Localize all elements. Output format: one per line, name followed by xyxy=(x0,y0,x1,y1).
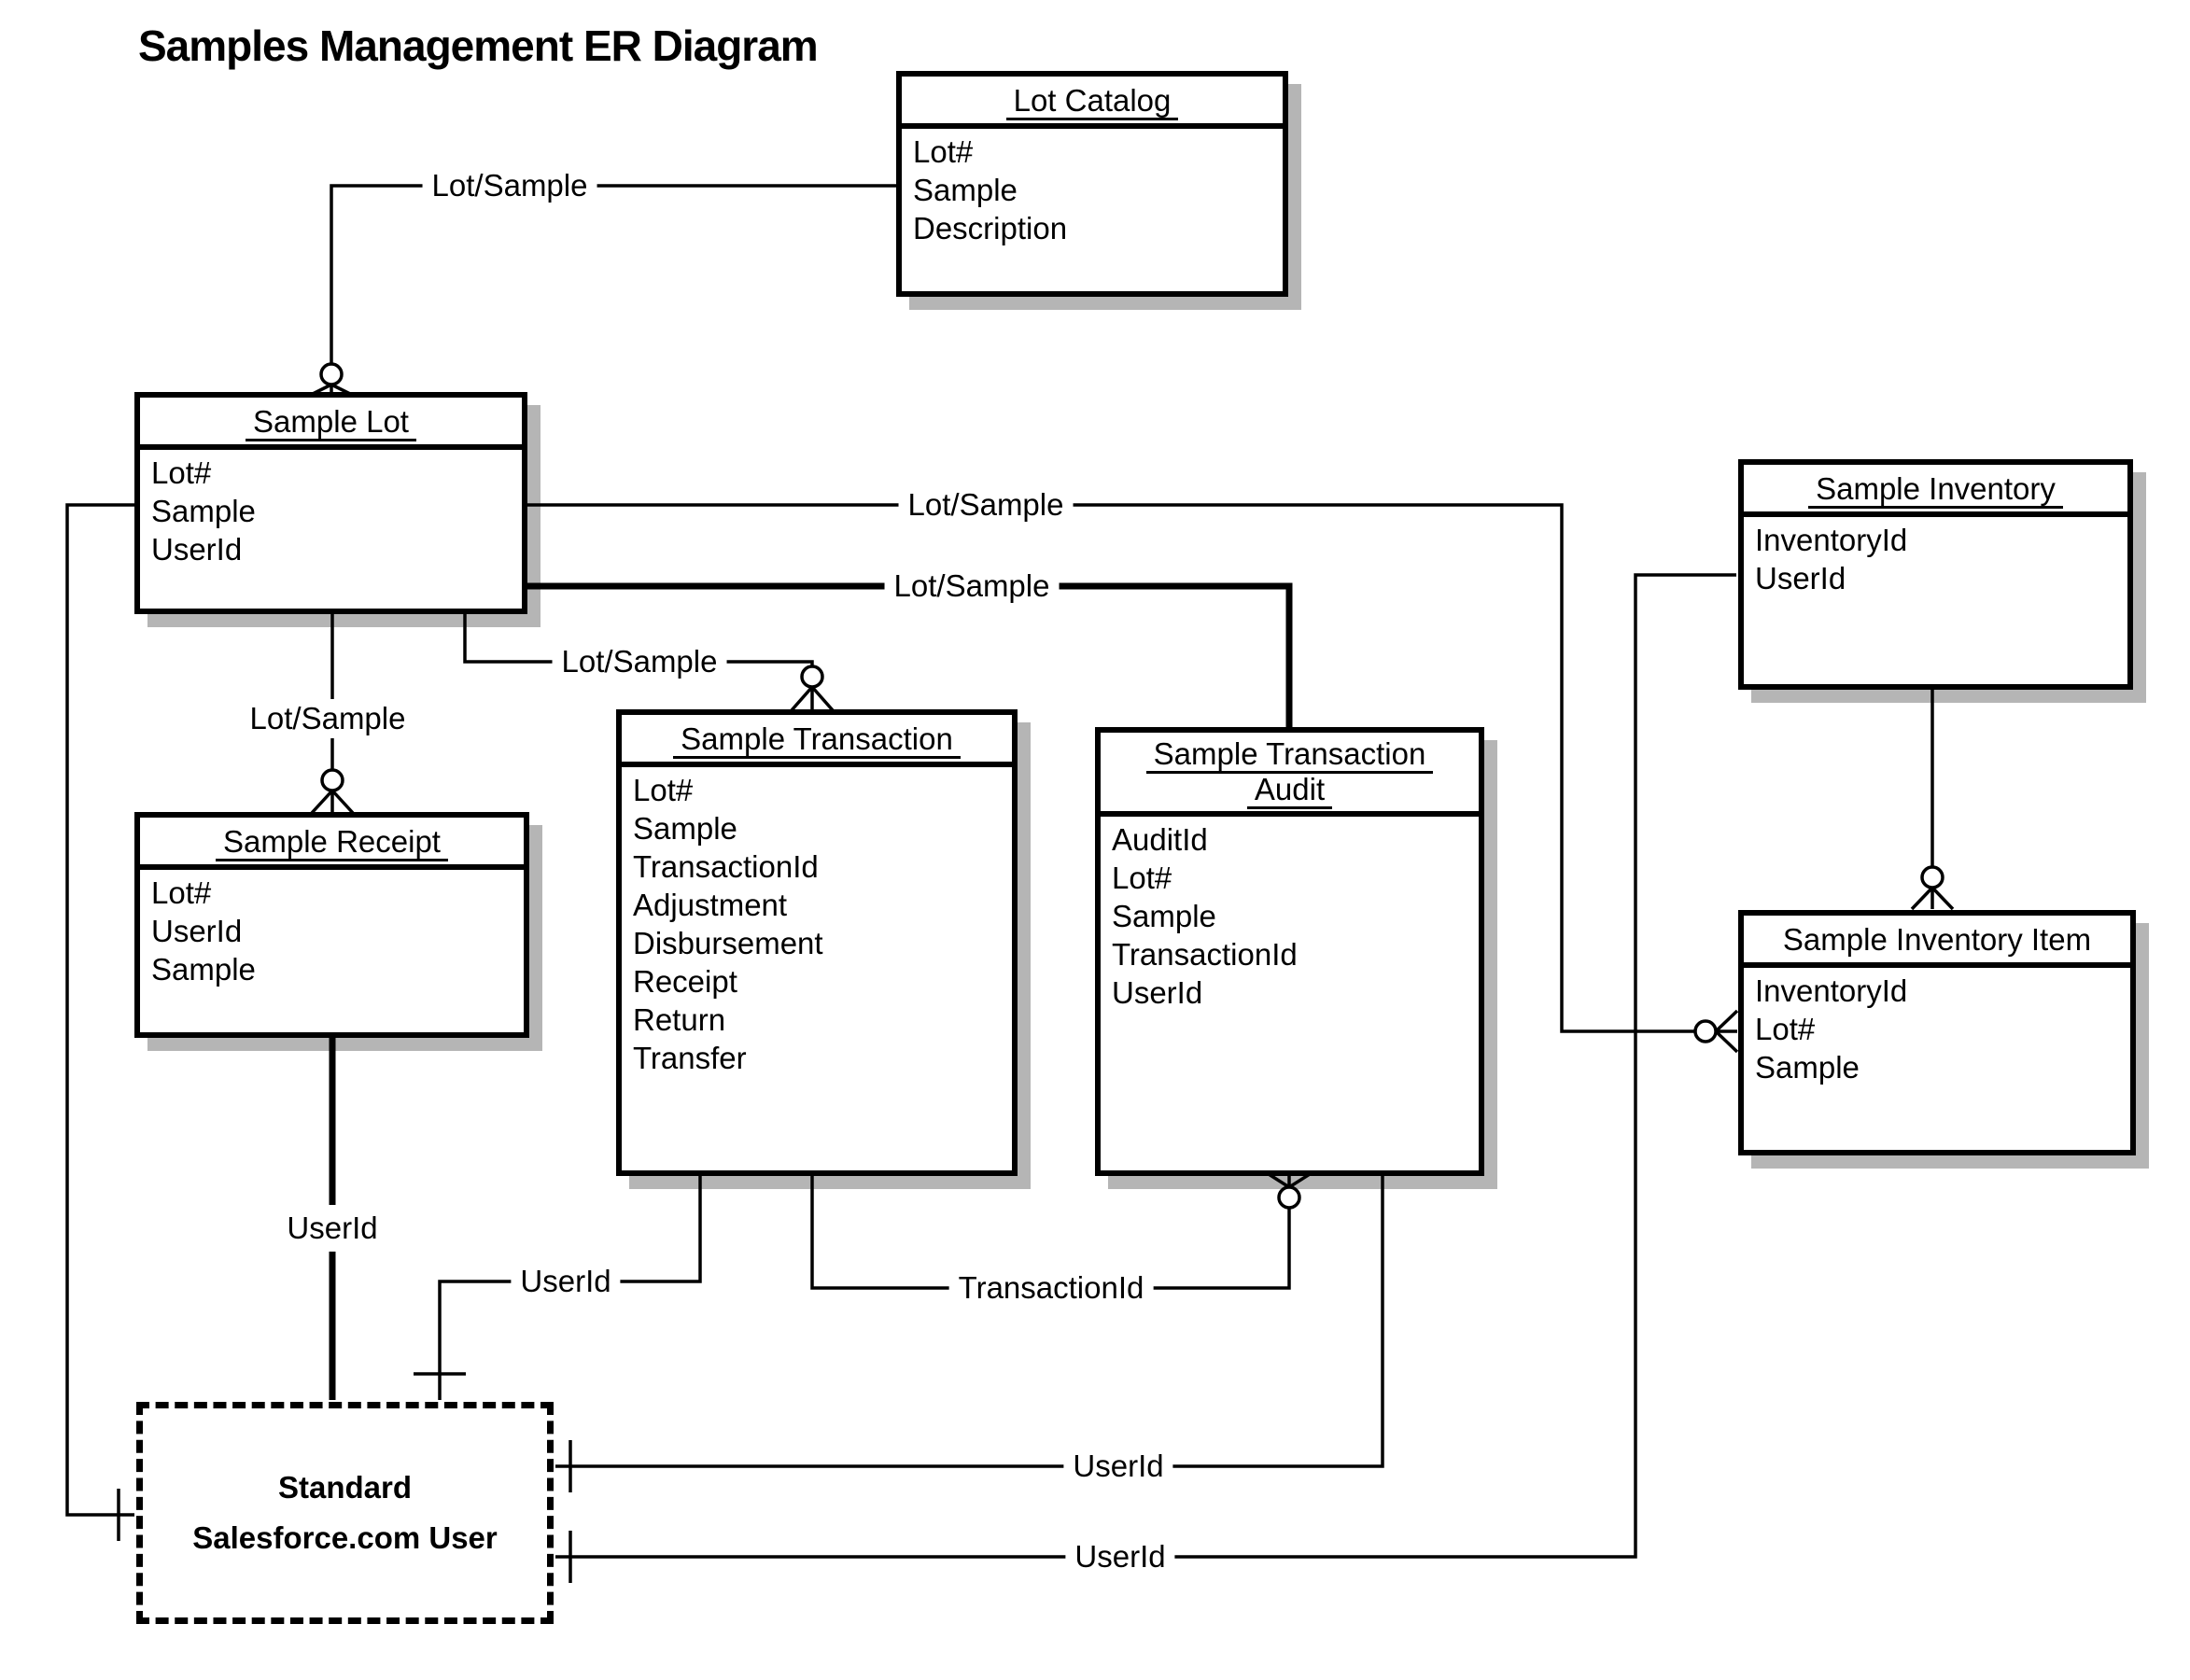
entity-fields: InventoryId Lot# Sample xyxy=(1744,968,2130,1086)
entity-title: Sample Inventory Item xyxy=(1744,916,2130,968)
field: UserId xyxy=(151,914,243,948)
crows-foot-icon xyxy=(1268,1172,1311,1210)
relationship-label: Lot/Sample xyxy=(422,166,597,205)
field: Disbursement xyxy=(633,926,823,960)
entity-fields: Lot# UserId Sample xyxy=(140,870,524,988)
field: Lot# xyxy=(1112,861,1172,895)
entity-fields: AuditId Lot# Sample TransactionId UserId xyxy=(1101,817,1479,1012)
user-box-label-line1: Standard xyxy=(277,1470,413,1505)
entity-sample-inventory: Sample Inventory InventoryId UserId xyxy=(1738,459,2133,690)
relationship-label: UserId xyxy=(1065,1537,1175,1576)
entity-sample-inventory-item: Sample Inventory Item InventoryId Lot# S… xyxy=(1738,910,2136,1155)
field: UserId xyxy=(151,532,243,567)
crows-foot-icon xyxy=(1910,865,1955,911)
field: Sample xyxy=(151,494,256,528)
entity-fields: Lot# Sample TransactionId Adjustment Dis… xyxy=(622,767,1012,1077)
field: TransactionId xyxy=(1112,937,1298,972)
entity-title: Sample Inventory xyxy=(1744,465,2127,517)
entity-sample-transaction-audit: Sample Transaction Audit AuditId Lot# Sa… xyxy=(1095,727,1484,1176)
entity-title: Sample Receipt xyxy=(140,818,524,870)
diagram-title: Samples Management ER Diagram xyxy=(138,21,819,70)
relationship-label: UserId xyxy=(1063,1447,1173,1486)
connector-sample-lot-user xyxy=(65,503,134,1541)
field: Lot# xyxy=(151,875,212,910)
entity-title: Lot Catalog xyxy=(902,77,1283,129)
entity-standard-salesforce-user: Standard Salesforce.com User xyxy=(136,1402,554,1624)
field: Transfer xyxy=(633,1041,747,1075)
field: Lot# xyxy=(633,773,694,807)
relationship-label: Lot/Sample xyxy=(552,642,727,681)
relationship-label: Lot/Sample xyxy=(240,699,415,738)
crows-foot-icon xyxy=(1693,1009,1739,1054)
crows-foot-icon xyxy=(790,665,835,712)
field: Lot# xyxy=(913,134,974,169)
entity-fields: Lot# Sample Description xyxy=(902,129,1283,247)
field: Sample xyxy=(913,173,1018,207)
entity-title: Sample Transaction xyxy=(622,715,1012,767)
entity-title: Sample Transaction Audit xyxy=(1101,733,1479,817)
relationship-label: Lot/Sample xyxy=(898,485,1074,525)
field: InventoryId xyxy=(1755,523,1908,557)
relationship-label: TransactionId xyxy=(948,1268,1154,1308)
field: Lot# xyxy=(1755,1012,1816,1046)
entity-title: Sample Lot xyxy=(140,398,522,450)
field: Receipt xyxy=(633,964,737,999)
entity-lot-catalog: Lot Catalog Lot# Sample Description xyxy=(896,71,1288,297)
field: Lot# xyxy=(151,455,212,490)
relationship-label: UserId xyxy=(275,1205,389,1252)
entity-fields: Lot# Sample UserId xyxy=(140,450,522,568)
connector-lot-catalog-sample-lot xyxy=(310,184,896,397)
field: Return xyxy=(633,1002,726,1037)
field: Sample xyxy=(151,952,256,987)
relationship-label: UserId xyxy=(511,1262,621,1301)
field: Sample xyxy=(1755,1050,1860,1085)
field: Sample xyxy=(633,811,737,846)
relationship-label: Lot/Sample xyxy=(884,567,1060,606)
entity-sample-transaction: Sample Transaction Lot# Sample Transacti… xyxy=(616,709,1018,1176)
field: Sample xyxy=(1112,899,1216,933)
crows-foot-icon xyxy=(310,768,355,815)
entity-fields: InventoryId UserId xyxy=(1744,517,2127,597)
field: AuditId xyxy=(1112,822,1208,857)
user-box-label-line2: Salesforce.com User xyxy=(192,1520,498,1555)
connector-sample-transaction-audit-user xyxy=(555,1176,1384,1492)
field: Description xyxy=(913,211,1068,245)
field: UserId xyxy=(1755,561,1846,595)
entity-sample-lot: Sample Lot Lot# Sample UserId xyxy=(134,392,527,614)
entity-sample-receipt: Sample Receipt Lot# UserId Sample xyxy=(134,812,529,1038)
field: TransactionId xyxy=(633,849,819,884)
connector-sample-inventory-sample-inventory-item xyxy=(1910,690,1955,911)
field: InventoryId xyxy=(1755,973,1908,1008)
field: Adjustment xyxy=(633,888,788,922)
crows-foot-icon xyxy=(310,362,353,397)
field: UserId xyxy=(1112,975,1203,1010)
